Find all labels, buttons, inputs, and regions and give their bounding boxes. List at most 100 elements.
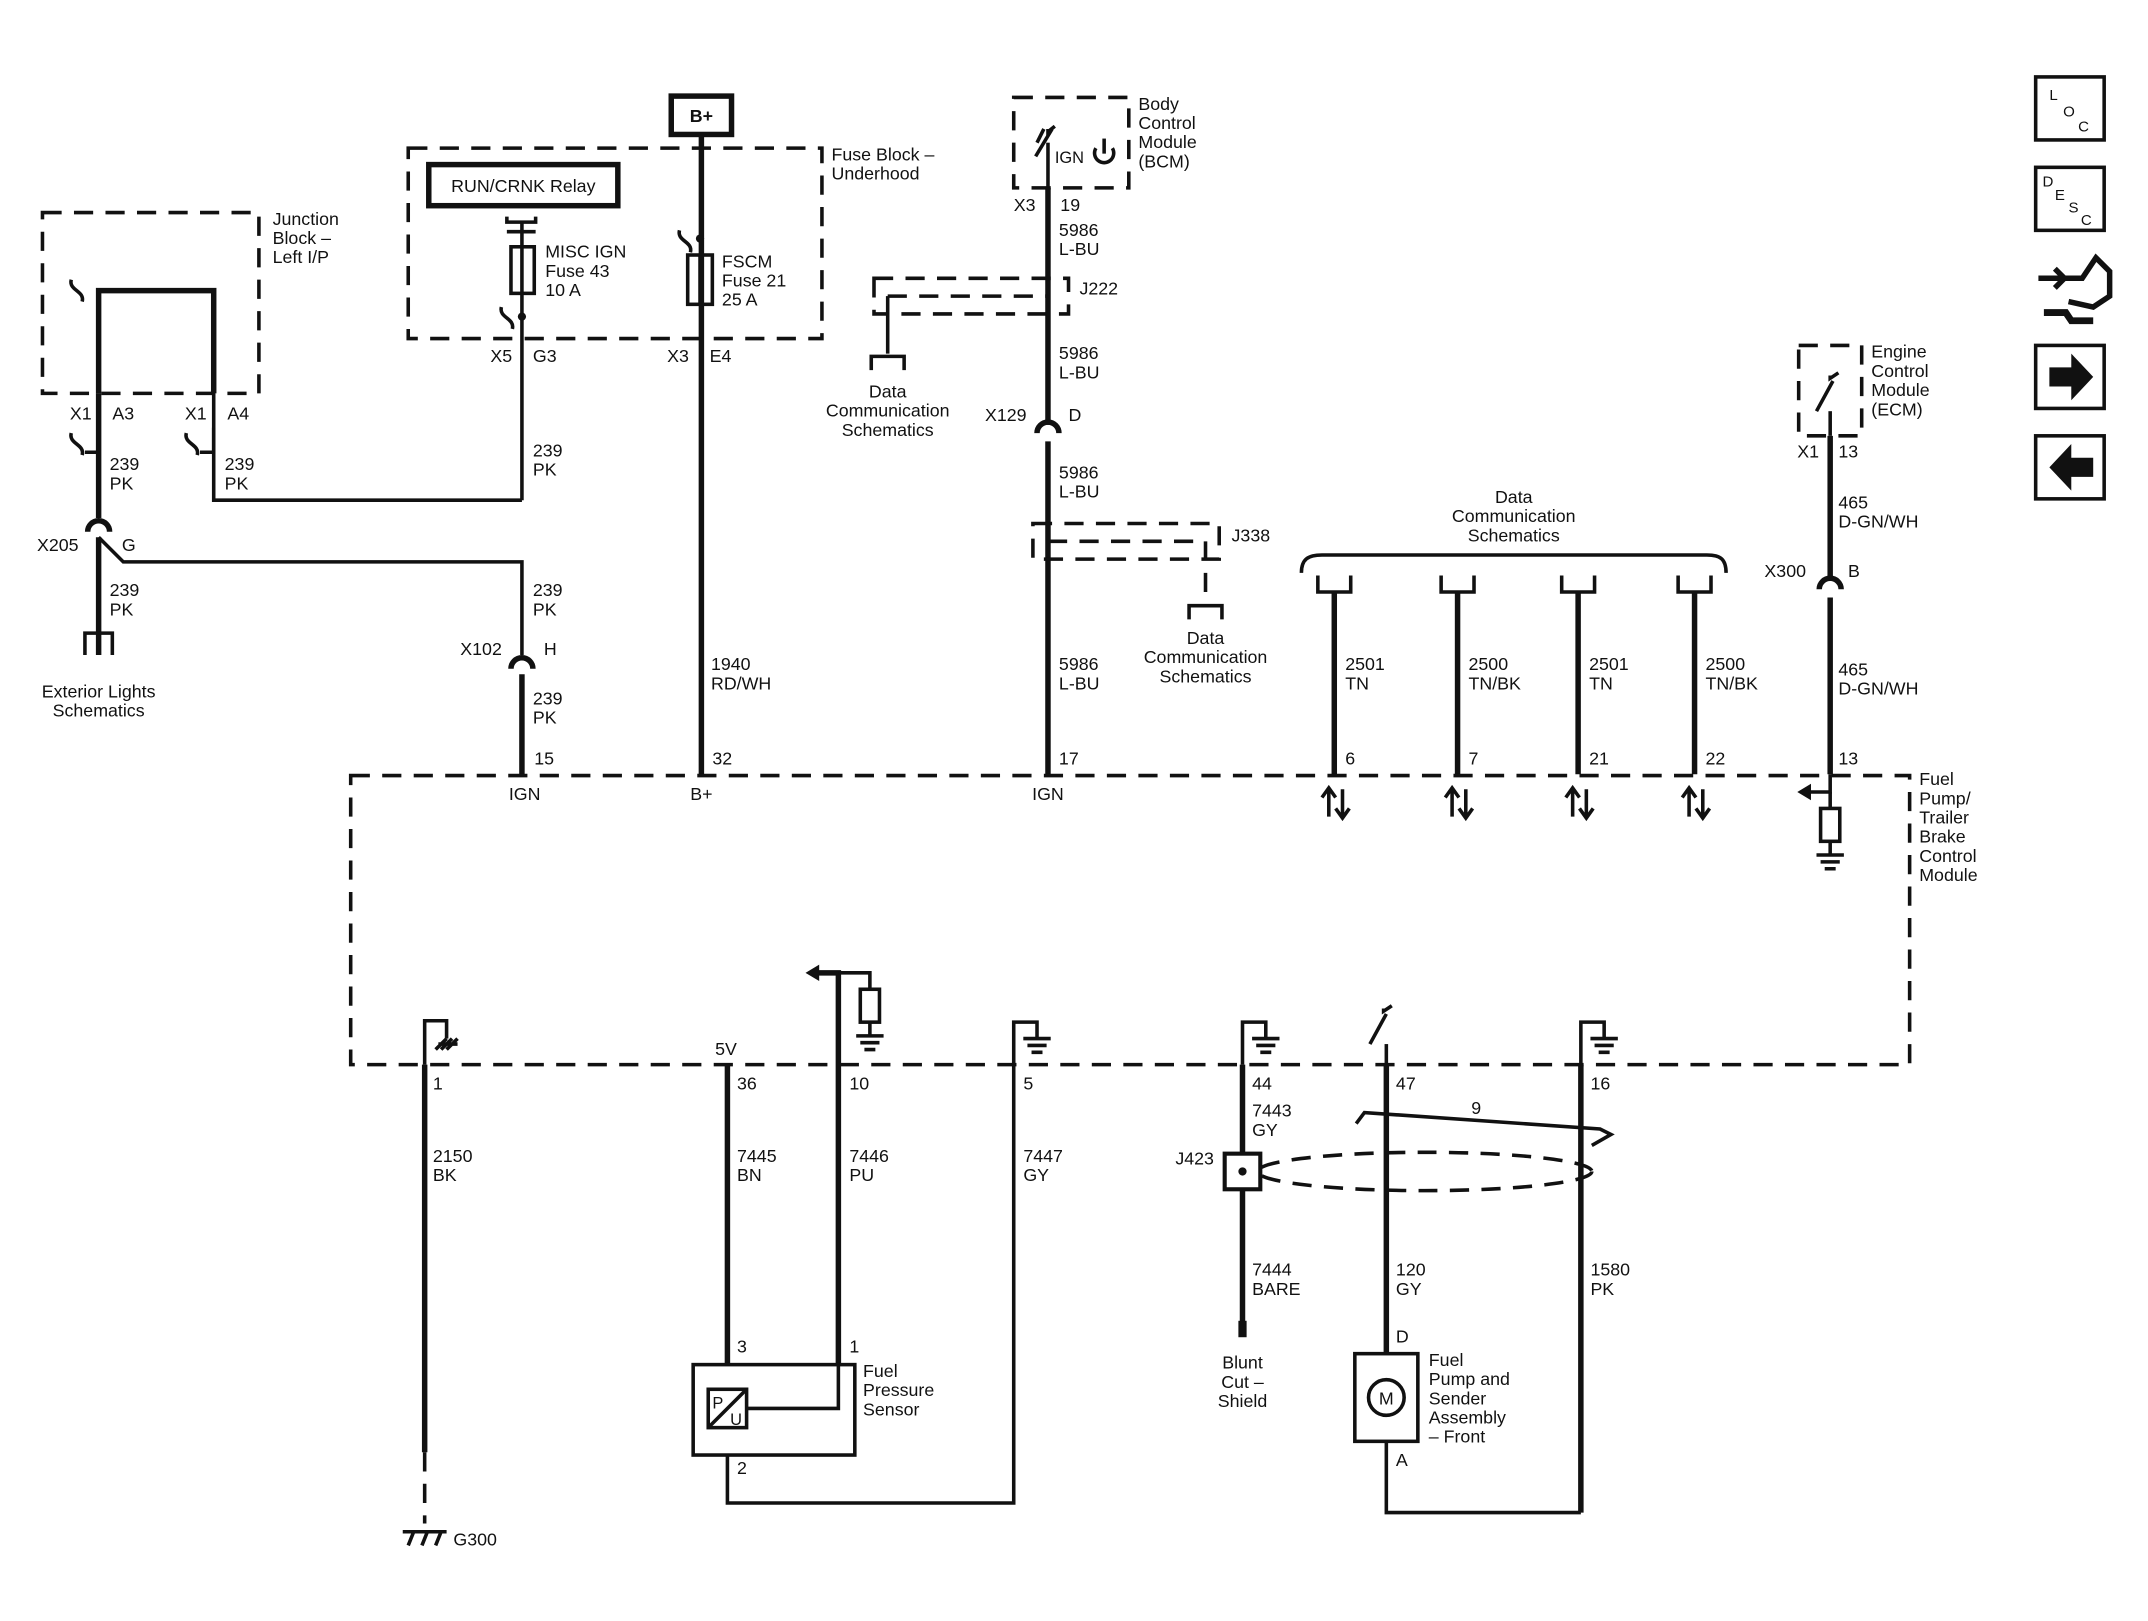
- junction-block-label-2: Block –: [273, 228, 331, 248]
- sensor-u-label: U: [730, 1411, 742, 1429]
- wire-5986-d-circuit: 5986: [1059, 654, 1099, 674]
- sensor-label-3: Sensor: [863, 1399, 919, 1419]
- splice-j423-label: J423: [1175, 1149, 1214, 1169]
- wire-7445-color: BN: [737, 1165, 762, 1185]
- wire-239-x205-color: PK: [110, 599, 134, 619]
- blunt-cut-label-3: Shield: [1218, 1391, 1267, 1411]
- sensor-pin-2: 2: [737, 1458, 747, 1478]
- fuse-block-label-1: Fuse Block –: [832, 144, 935, 164]
- wire-239-a3-color: PK: [110, 473, 134, 493]
- connector-x102-symbol: [508, 655, 536, 775]
- connector-x1-a3: X1: [70, 403, 92, 423]
- previous-arrow-icon[interactable]: [2033, 434, 2106, 501]
- relay-label: RUN/CRNK Relay: [451, 176, 595, 196]
- splice-j338: [1031, 521, 1224, 620]
- wire-239-a4: [211, 393, 522, 502]
- wire-7447-circuit: 7447: [1023, 1146, 1063, 1166]
- wire-2150: [402, 1018, 459, 1547]
- bcm-label-4: (BCM): [1138, 151, 1189, 171]
- wire-7443-color: GY: [1252, 1120, 1278, 1140]
- wire-1580-color: PK: [1590, 1279, 1614, 1299]
- pin-13: 13: [1838, 749, 1858, 769]
- splice-j338-label: J338: [1232, 525, 1271, 545]
- ext-lights-label-1: Exterior Lights: [42, 681, 156, 701]
- fuse-block-underhood: Fuse Block – Underhood RUN/CRNK Relay MI…: [406, 144, 935, 341]
- data-comm-2-label-1: Data: [1187, 628, 1225, 648]
- data-arrows-icon: [1320, 784, 1712, 822]
- wire-7446-color: PU: [849, 1165, 874, 1185]
- wire-2500-a-color: TN/BK: [1469, 673, 1522, 693]
- splice-j222-label: J222: [1079, 279, 1118, 299]
- connector-end-view-icon[interactable]: [2038, 253, 2113, 325]
- sensor-pin-1: 1: [849, 1336, 859, 1356]
- wire-5986-c-circuit: 5986: [1059, 462, 1099, 482]
- fuel-pump-sender-assembly: M: [1353, 1351, 1420, 1444]
- wire-120: [1368, 1004, 1393, 1354]
- pin-21: 21: [1589, 749, 1609, 769]
- connector-x129: X129: [985, 405, 1027, 425]
- pump-pin-d: D: [1396, 1327, 1409, 1347]
- bcm-ign-label: IGN: [1055, 149, 1084, 167]
- wire-465-a-circuit: 465: [1838, 492, 1868, 512]
- wire-1940-circuit: 1940: [711, 654, 751, 674]
- desc-letter-s: S: [2069, 200, 2079, 217]
- wire-120-circuit: 120: [1396, 1260, 1426, 1280]
- loc-letter-c: C: [2078, 119, 2089, 136]
- data-comm-1-label-3: Schematics: [842, 420, 934, 440]
- wire-239-g3-circuit: 239: [533, 440, 563, 460]
- wire-239-x205-circuit: 239: [110, 580, 140, 600]
- connector-x3-bcm: X3: [1014, 195, 1036, 215]
- wire-239-to-x102: [97, 535, 524, 656]
- loc-letter-l: L: [2049, 87, 2057, 104]
- wire-2501-a-circuit: 2501: [1345, 654, 1385, 674]
- fuse43-label-1: MISC IGN: [545, 242, 626, 262]
- connector-x5: X5: [490, 346, 512, 366]
- next-arrow-icon[interactable]: [2033, 343, 2106, 411]
- pin-44: 44: [1252, 1073, 1272, 1093]
- connector-x205-symbol: [84, 518, 113, 656]
- wire-465-a-color: D-GN/WH: [1838, 512, 1918, 532]
- data-comm-3-label-1: Data: [1495, 487, 1533, 507]
- ecm-label-4: (ECM): [1871, 399, 1922, 419]
- body-control-module: IGN Body Control Module (BCM): [1011, 94, 1197, 190]
- pump-pin-a: A: [1396, 1450, 1408, 1470]
- run-crnk-relay: RUN/CRNK Relay: [426, 161, 621, 209]
- pin-5: 5: [1023, 1073, 1033, 1093]
- wire-239-x102-color: PK: [533, 599, 557, 619]
- sensor-label-1: Fuel: [863, 1361, 898, 1381]
- wire-239-g3-color: PK: [533, 460, 557, 480]
- fuse-block-label-2: Underhood: [832, 164, 920, 184]
- pin-6: 6: [1345, 749, 1355, 769]
- wire-7443: [1239, 1020, 1280, 1154]
- pin-19-bcm: 19: [1060, 195, 1080, 215]
- pump-motor-label: M: [1379, 1388, 1394, 1408]
- wire-239-a4-circuit: 239: [225, 454, 255, 474]
- ecm-label-1: Engine: [1871, 342, 1927, 362]
- battery-bplus: B+: [668, 93, 735, 138]
- splice-j423: [1222, 1151, 1263, 1192]
- desc-button[interactable]: D E S C: [2033, 165, 2106, 233]
- pin-32: 32: [712, 749, 732, 769]
- twist-count-label: 9: [1471, 1098, 1481, 1118]
- wire-2150-circuit: 2150: [433, 1146, 473, 1166]
- blunt-cut-label-2: Cut –: [1221, 1372, 1264, 1392]
- pin-10: 10: [849, 1073, 869, 1093]
- data-comm-1-label-2: Communication: [826, 401, 950, 421]
- pump-label-4: Assembly: [1429, 1408, 1506, 1428]
- loc-button[interactable]: L O C: [2033, 75, 2106, 142]
- pin-x129-d: D: [1069, 405, 1082, 425]
- ground-g300-label: G300: [453, 1529, 497, 1549]
- connector-x205: X205: [37, 535, 79, 555]
- pump-label-1: Fuel: [1429, 1350, 1464, 1370]
- fuse-43: [509, 245, 537, 296]
- module-label-1: Fuel: [1919, 769, 1954, 789]
- fuse43-label-2: Fuse 43: [545, 261, 609, 281]
- wire-2500-b-circuit: 2500: [1706, 654, 1746, 674]
- wire-7447-color: GY: [1023, 1165, 1049, 1185]
- pin13-input-circuit: [1797, 774, 1844, 871]
- blunt-cut-label-1: Blunt: [1222, 1353, 1263, 1373]
- wire-1580: [1384, 1020, 1618, 1515]
- pin-1: 1: [433, 1073, 443, 1093]
- pin-16: 16: [1590, 1073, 1610, 1093]
